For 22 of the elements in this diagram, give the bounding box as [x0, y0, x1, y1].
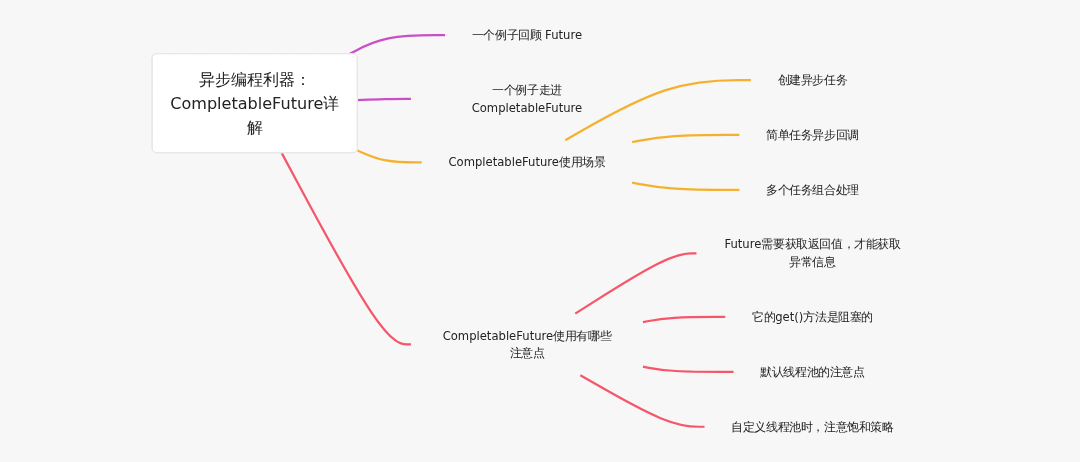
node-text: 一个例子走进CompletableFuture	[471, 83, 582, 114]
node-text: CompletableFuture使用有哪些注意点	[442, 328, 611, 360]
connector	[564, 78, 751, 142]
connector	[642, 365, 734, 373]
connector	[357, 97, 411, 102]
node-text: 多个任务组合处理	[765, 182, 859, 197]
node-text: 它的get()方法是阻塞的	[751, 310, 873, 324]
node-text: 自定义线程池时，注意饱和策略	[730, 419, 894, 434]
connector	[356, 149, 422, 164]
connector	[579, 374, 705, 428]
node-text: 简单任务异步回调	[765, 128, 859, 142]
connector	[348, 34, 445, 56]
node-text: CompletableFuture使用场景	[448, 155, 606, 169]
node-text: Future需要获取返回值，才能获取异常信息	[724, 237, 901, 269]
node-text: 默认线程池的注意点	[759, 364, 865, 379]
node-text: 一个例子回顾 Future	[471, 28, 582, 42]
node-text: 创建异步任务	[777, 73, 847, 87]
connector	[574, 252, 697, 315]
connector	[280, 152, 411, 346]
connector	[631, 181, 739, 191]
connector	[631, 133, 739, 144]
connector	[642, 315, 725, 324]
